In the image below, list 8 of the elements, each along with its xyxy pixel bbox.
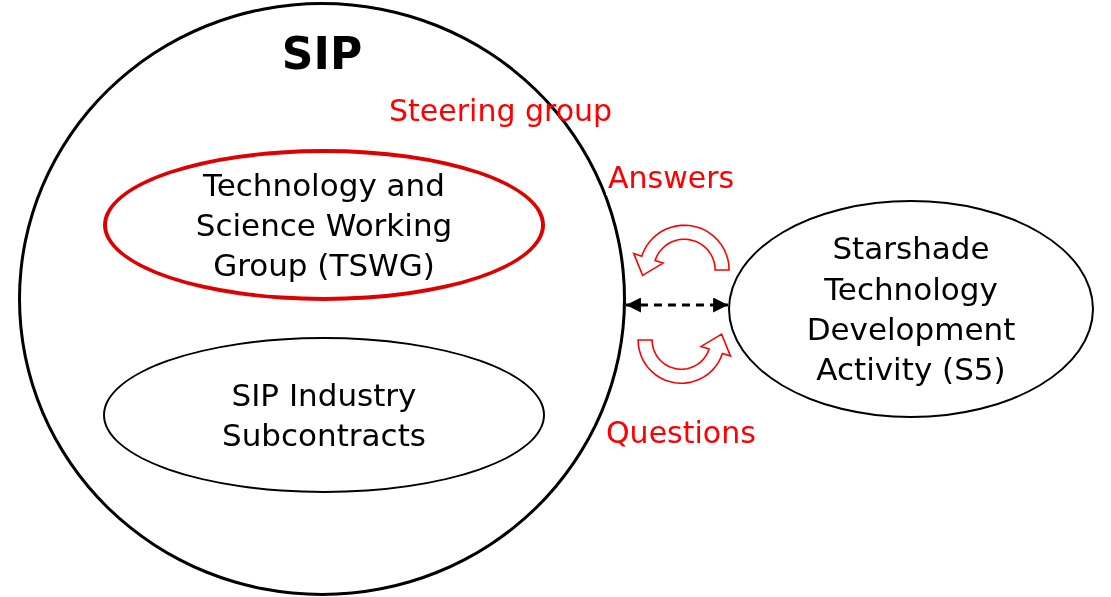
node-label: Starshade Technology Development Activity (S5) [805, 229, 1017, 390]
curved-block-arrow [632, 224, 730, 277]
node-label: Technology and Science Working Group (TSWG) [194, 165, 454, 286]
node-label: SIP Industry Subcontracts [221, 375, 427, 455]
curved-block-arrow [637, 333, 732, 384]
node-label: SIP [280, 27, 364, 81]
double-arrow [625, 297, 729, 313]
ellipse-node [103, 337, 545, 493]
